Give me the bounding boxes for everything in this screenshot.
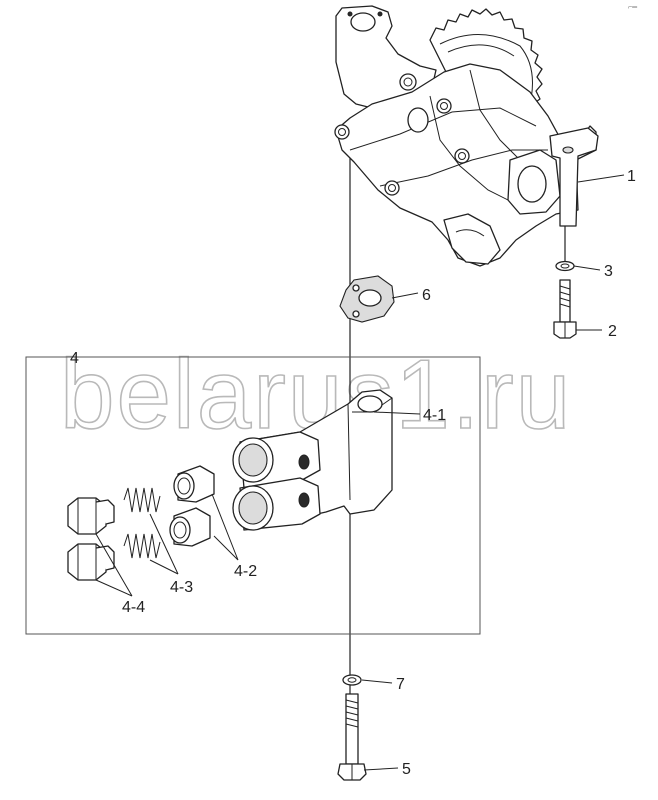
part-4-1-valve-body [232,389,393,531]
pump-bottom-cover [443,213,501,265]
leader-1 [577,174,625,183]
valve-body-hole [298,454,310,470]
leader-6 [391,292,419,299]
bracket-pin [347,11,353,17]
part-4-group-frame [25,356,481,635]
part-6-gasket [339,275,395,323]
part-2-bolt [553,279,577,339]
pump-housing [335,63,597,267]
housing-bolt [454,148,470,164]
callout-7: 7 [396,676,405,693]
housing-port [407,107,429,133]
tab-hole [562,146,574,154]
part-5-bolt [337,693,367,781]
leader-3 [573,265,601,271]
housing-edge-line [429,95,517,205]
leader-4-1 [373,411,421,415]
housing-edge-line [469,69,521,161]
housing-bolt [384,180,400,196]
callout-6: 6 [422,287,431,304]
part-3-washer [555,260,575,272]
part-4-3-spring [123,487,161,513]
callout-4-2: 4-2 [234,563,257,580]
bracket-mount-hole [350,12,376,32]
corner-mark: ⌐═ [628,4,637,11]
callout-4-4: 4-4 [122,599,145,616]
part-4-4-plug [67,543,115,581]
housing-edge-line [349,107,537,151]
leader-4-4 [95,533,133,597]
valve-body-port [357,395,383,413]
leader-5 [363,767,399,771]
callout-4-1: 4-1 [423,407,446,424]
callout-4-3: 4-3 [170,579,193,596]
housing-edge-line [379,149,548,187]
leader-4-2 [211,493,239,561]
callout-1: 1 [627,168,636,185]
callout-2: 2 [608,323,617,340]
housing-bolt [436,98,452,114]
leader-4-3 [149,513,179,575]
callout-5: 5 [402,761,411,778]
callout-3: 3 [604,263,613,280]
part-4-4-plug [67,497,115,535]
part-7-washer [342,674,362,686]
part-4-2-valve-piston [173,465,215,503]
callout-4: 4 [70,350,79,367]
pump-mount-tab [549,127,599,227]
part-1-oil-pump [334,5,599,267]
part-4-2-valve-piston [169,507,211,547]
leader-7 [361,679,393,684]
outlet-port [517,165,547,203]
housing-bolt [334,124,350,140]
cover-edge [455,229,485,237]
housing-bolt [399,73,417,91]
part-4-3-spring [123,533,161,559]
valve-body-hole [298,492,310,508]
bracket-pin [377,11,383,17]
